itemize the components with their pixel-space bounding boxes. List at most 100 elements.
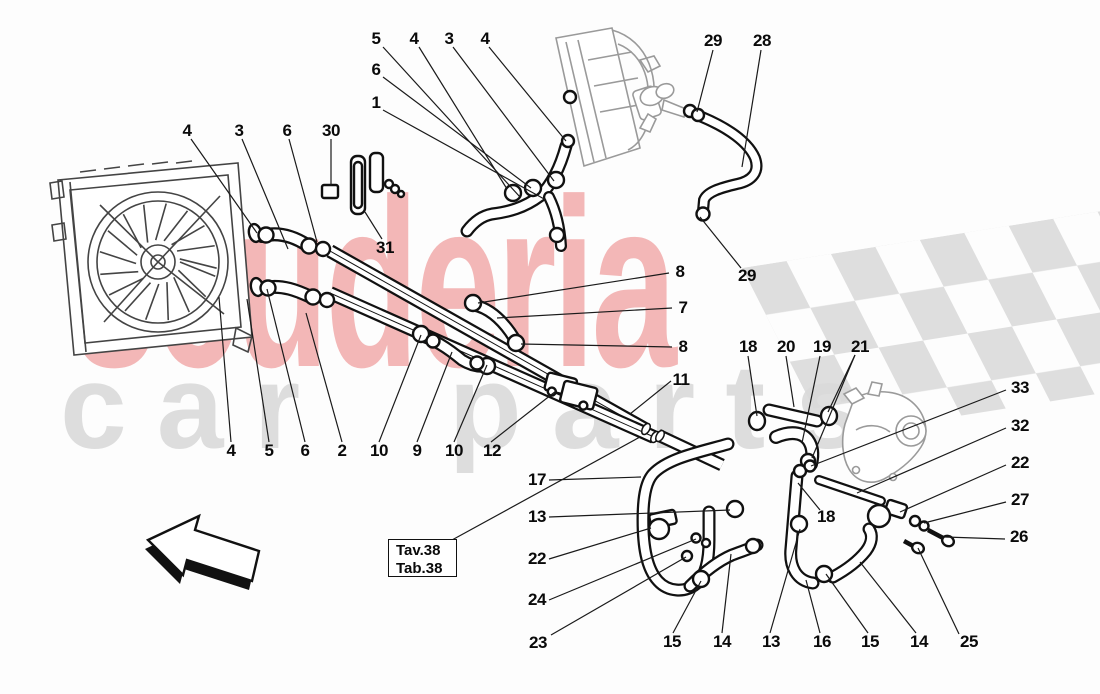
callout-label: 16 [813, 632, 831, 651]
callout-label: 32 [1011, 416, 1029, 435]
tav-line: Tav.38 [396, 542, 441, 559]
callout-label: 31 [376, 238, 394, 257]
fan-blades [99, 203, 217, 321]
callout-label: 30 [322, 121, 340, 140]
leader-line [696, 49, 714, 113]
callout-label: 4 [409, 29, 419, 48]
leader-line [477, 272, 670, 304]
callout-label: 33 [1011, 378, 1029, 397]
callout-label: 29 [704, 31, 722, 50]
leader-line [797, 482, 821, 511]
callout-label: 5 [371, 29, 381, 48]
leader-line [811, 354, 856, 459]
callout-label: 13 [528, 507, 546, 526]
leader-line [382, 76, 532, 189]
leader-line [672, 580, 702, 634]
callout-label: 9 [412, 441, 422, 460]
leader-line [378, 334, 422, 443]
callout-label: 4 [226, 441, 236, 460]
leader-line [747, 355, 758, 417]
leader-line [451, 436, 641, 541]
callout-label: 15 [663, 632, 681, 651]
leader-line [364, 211, 383, 240]
callout-label: 28 [753, 31, 771, 50]
callout-label: 7 [678, 298, 688, 317]
pipes-group [326, 244, 725, 471]
leader-line [418, 46, 508, 190]
callout-label: 6 [282, 121, 292, 140]
leader-line [810, 389, 1007, 467]
callout-label: 10 [370, 441, 388, 460]
leader-line [801, 355, 821, 444]
leader-line [453, 364, 488, 443]
callout-label: 21 [851, 337, 869, 356]
callout-label: 3 [444, 29, 454, 48]
callout-label: 17 [528, 470, 546, 489]
leader-line [629, 380, 672, 415]
leader-line [488, 46, 567, 142]
callout-label: 29 [738, 266, 756, 285]
leader-line [548, 509, 731, 518]
callout-label: 25 [960, 632, 978, 651]
leader-line [266, 288, 306, 443]
callout-label: 2 [337, 441, 347, 460]
leader-line [917, 547, 960, 635]
callout-label: 8 [675, 262, 685, 281]
callout-label: 14 [713, 632, 731, 651]
callout-label: 4 [182, 121, 192, 140]
leader-line [288, 138, 318, 243]
leader-line [218, 296, 232, 443]
leader-line [944, 536, 1006, 540]
callout-label: 6 [371, 60, 381, 79]
leader-line [859, 561, 917, 634]
leader-line [825, 573, 869, 634]
leader-line [548, 527, 652, 560]
tab-line: Tab.38 [396, 559, 443, 577]
leader-line [769, 528, 801, 634]
leader-line [496, 307, 673, 319]
leader-lines [190, 46, 1007, 636]
leader-line [805, 579, 821, 634]
leader-line [699, 216, 742, 269]
callout-label: 4 [480, 29, 490, 48]
callout-label: 6 [300, 441, 310, 460]
callout-label: 15 [861, 632, 879, 651]
arrow-direction-indicator [145, 513, 261, 590]
leader-line [923, 501, 1007, 524]
callout-label: 3 [234, 121, 244, 140]
tav-box: Tav.38 Tab.38 [388, 539, 457, 577]
leader-line [241, 138, 289, 250]
bypass-valve-group [632, 82, 687, 134]
leader-line [741, 49, 762, 168]
leader-line [856, 427, 1007, 494]
callout-label: 23 [529, 633, 547, 652]
callout-label: 27 [1011, 490, 1029, 509]
leader-line [721, 553, 732, 634]
callout-label: 10 [445, 441, 463, 460]
callout-label: 20 [777, 337, 795, 356]
leader-line [305, 312, 343, 443]
callout-label: 19 [813, 337, 831, 356]
leader-line [452, 46, 555, 182]
callout-label: 18 [739, 337, 757, 356]
leader-line [246, 298, 270, 443]
callout-label: 14 [910, 632, 928, 651]
callout-label: 22 [1011, 453, 1029, 472]
leader-line [550, 556, 687, 636]
callout-label: 8 [678, 337, 688, 356]
callout-label: 13 [762, 632, 780, 651]
leader-line [548, 476, 642, 481]
leader-line [520, 343, 673, 348]
callout-label: 26 [1010, 527, 1028, 546]
fittings-group [247, 89, 956, 589]
leader-line [382, 109, 547, 201]
callout-label: 5 [264, 441, 274, 460]
leader-line [490, 390, 557, 443]
callout-label: 18 [817, 507, 835, 526]
callout-label: 1 [371, 93, 381, 112]
leader-line [190, 138, 258, 234]
callout-label: 22 [528, 549, 546, 568]
callout-label: 24 [528, 590, 546, 609]
main-radiator-group [49, 160, 253, 356]
